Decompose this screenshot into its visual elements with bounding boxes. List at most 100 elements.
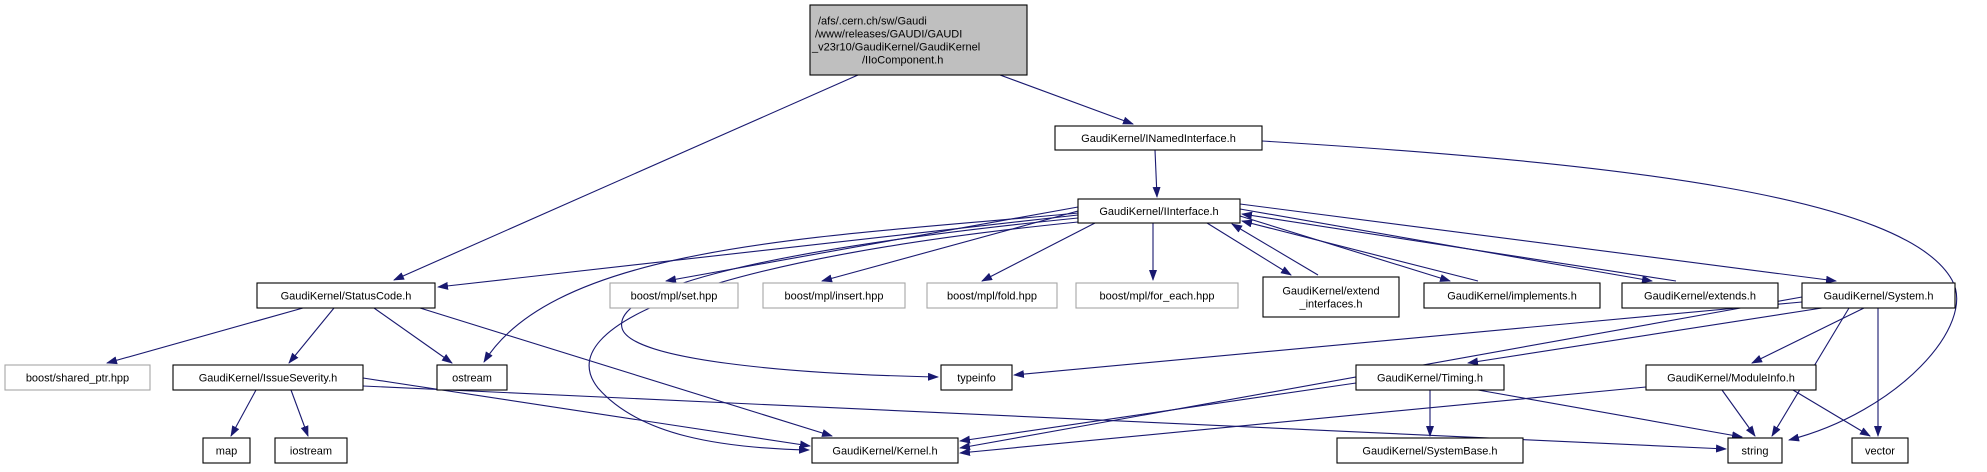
- node-extends[interactable]: GaudiKernel/extends.h: [1621, 282, 1779, 309]
- edge-moduleinfo-to-string: [1721, 389, 1756, 437]
- node-mplfold: boost/mpl/fold.hpp: [926, 282, 1058, 309]
- node-system-label: GaudiKernel/System.h: [1823, 291, 1933, 303]
- node-systembase-label: GaudiKernel/SystemBase.h: [1362, 446, 1497, 458]
- node-mplset: boost/mpl/set.hpp: [609, 282, 739, 309]
- node-mplfold-box: [926, 282, 1058, 309]
- node-extends-box[interactable]: [1621, 282, 1779, 309]
- node-typeinfo: typeinfo: [940, 364, 1013, 391]
- node-mplset-label: boost/mpl/set.hpp: [631, 291, 718, 303]
- node-statuscode-label: GaudiKernel/StatusCode.h: [281, 291, 412, 303]
- edge-extends-to-iiface: [1241, 211, 1677, 282]
- edge-issuesev-to-iostream: [290, 389, 309, 437]
- node-mplforeach-box: [1075, 282, 1239, 309]
- node-iio-box: [809, 4, 1028, 76]
- edge-iiface-to-extint: [1206, 222, 1292, 276]
- node-implements[interactable]: GaudiKernel/implements.h: [1423, 282, 1601, 309]
- node-timing-label: GaudiKernel/Timing.h: [1377, 373, 1483, 385]
- node-extint-box[interactable]: [1262, 276, 1400, 318]
- edge-issuesev-to-kernel: [362, 377, 811, 449]
- edge-statuscode-to-kernel: [419, 307, 833, 437]
- node-mplinsert-box: [762, 282, 906, 309]
- node-inamed[interactable]: GaudiKernel/INamedInterface.h: [1054, 125, 1263, 151]
- node-statuscode-box[interactable]: [256, 282, 436, 309]
- node-ostream: ostream: [436, 364, 508, 391]
- node-vector-box: [1851, 437, 1909, 464]
- node-string: string: [1727, 437, 1783, 464]
- edge-system-to-typeinfo: [1013, 301, 1803, 379]
- node-mplinsert-label: boost/mpl/insert.hpp: [784, 291, 883, 303]
- node-vector: vector: [1851, 437, 1909, 464]
- node-implements-box[interactable]: [1423, 282, 1601, 309]
- edge-moduleinfo-to-kernel: [959, 386, 1647, 457]
- node-map: map: [202, 437, 251, 464]
- node-inamed-box[interactable]: [1054, 125, 1263, 151]
- edge-statuscode-to-ostream: [373, 307, 453, 364]
- node-iiface[interactable]: GaudiKernel/IInterface.h: [1077, 198, 1241, 224]
- node-string-box: [1727, 437, 1783, 464]
- edge-iiface-to-system: [1239, 203, 1837, 284]
- edge-implements-to-iiface: [1241, 219, 1479, 282]
- node-sharedptr-box: [4, 364, 151, 391]
- node-moduleinfo[interactable]: GaudiKernel/ModuleInfo.h: [1645, 364, 1817, 391]
- node-ostream-box: [436, 364, 508, 391]
- node-implements-label: GaudiKernel/implements.h: [1447, 291, 1577, 303]
- edge-iiface-to-kernel: [588, 221, 1079, 454]
- edge-system-to-timing: [1467, 307, 1823, 366]
- edge-iiface-to-implements: [1239, 215, 1451, 282]
- edge-statuscode-to-sharedptr: [106, 307, 304, 365]
- node-timing-box[interactable]: [1355, 364, 1505, 391]
- edge-iio-to-inamed: [999, 74, 1134, 125]
- node-mplinsert: boost/mpl/insert.hpp: [762, 282, 906, 309]
- node-systembase[interactable]: GaudiKernel/SystemBase.h: [1336, 437, 1524, 464]
- node-typeinfo-box: [940, 364, 1013, 391]
- node-ostream-label: ostream: [452, 373, 492, 385]
- node-extends-label: GaudiKernel/extends.h: [1644, 291, 1756, 303]
- node-typeinfo-label: typeinfo: [957, 373, 996, 385]
- node-iio-label: /afs/.cern.ch/sw/Gaudi/www/releases/GAUD…: [811, 16, 980, 67]
- node-iio: /afs/.cern.ch/sw/Gaudi/www/releases/GAUD…: [809, 4, 1028, 76]
- node-system[interactable]: GaudiKernel/System.h: [1801, 282, 1956, 309]
- node-issuesev[interactable]: GaudiKernel/IssueSeverity.h: [172, 364, 364, 391]
- node-iostream-label: iostream: [290, 446, 332, 458]
- node-iostream: iostream: [274, 437, 348, 464]
- node-moduleinfo-box[interactable]: [1645, 364, 1817, 391]
- node-mplfold-label: boost/mpl/fold.hpp: [947, 291, 1037, 303]
- node-string-label: string: [1742, 446, 1769, 458]
- node-sharedptr-label: boost/shared_ptr.hpp: [26, 373, 129, 385]
- edge-inamed-to-iiface: [1152, 149, 1161, 198]
- edge-timing-to-kernel: [959, 382, 1357, 444]
- node-mplset-box: [609, 282, 739, 309]
- edge-statuscode-to-issuesev: [288, 307, 335, 364]
- node-map-box: [202, 437, 251, 464]
- node-issuesev-label: GaudiKernel/IssueSeverity.h: [199, 373, 338, 385]
- node-kernel-box[interactable]: [811, 437, 959, 464]
- node-sharedptr: boost/shared_ptr.hpp: [4, 364, 151, 391]
- node-system-box[interactable]: [1801, 282, 1956, 309]
- node-iiface-label: GaudiKernel/IInterface.h: [1099, 206, 1218, 218]
- node-timing[interactable]: GaudiKernel/Timing.h: [1355, 364, 1505, 391]
- node-map-label: map: [216, 446, 237, 458]
- node-iiface-box[interactable]: [1077, 198, 1241, 224]
- node-extint-label: GaudiKernel/extend_interfaces.h: [1282, 286, 1379, 311]
- node-statuscode[interactable]: GaudiKernel/StatusCode.h: [256, 282, 436, 309]
- node-moduleinfo-label: GaudiKernel/ModuleInfo.h: [1667, 373, 1795, 385]
- edge-moduleinfo-to-vector: [1792, 389, 1871, 437]
- node-kernel[interactable]: GaudiKernel/Kernel.h: [811, 437, 959, 464]
- edge-iiface-to-statuscode: [437, 214, 1079, 290]
- edge-inamed-to-string: [1261, 140, 1958, 442]
- node-kernel-label: GaudiKernel/Kernel.h: [832, 446, 937, 458]
- edge-iiface-to-ostream: [483, 212, 1079, 363]
- node-inamed-label: GaudiKernel/INamedInterface.h: [1081, 133, 1236, 145]
- node-mplforeach-label: boost/mpl/for_each.hpp: [1100, 291, 1215, 303]
- node-systembase-box[interactable]: [1336, 437, 1524, 464]
- node-extint[interactable]: GaudiKernel/extend_interfaces.h: [1262, 276, 1400, 318]
- edge-iiface-to-mplfold: [981, 222, 1096, 282]
- edge-extint-to-iiface: [1231, 223, 1319, 276]
- node-iostream-box: [274, 437, 348, 464]
- edge-timing-to-string: [1477, 389, 1743, 440]
- node-vector-label: vector: [1865, 446, 1895, 458]
- node-issuesev-box[interactable]: [172, 364, 364, 391]
- edge-iio-to-statuscode: [393, 74, 859, 281]
